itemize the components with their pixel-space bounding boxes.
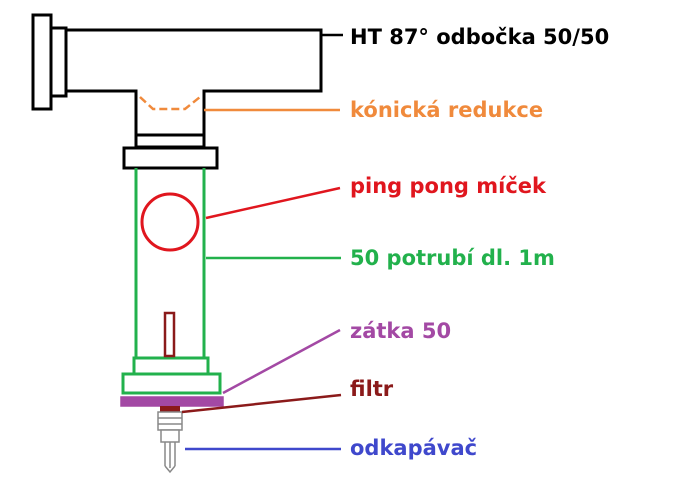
label-pipe: 50 potrubí dl. 1m [350, 246, 555, 270]
filter-shape [160, 406, 180, 412]
leader-filter [181, 393, 342, 414]
label-ping-pong-ball: ping pong míček [350, 174, 547, 198]
tee-bottom-socket [122, 146, 219, 170]
leader-ping-pong-ball [205, 186, 341, 220]
pipe-50 [121, 168, 222, 395]
tee-collar [134, 133, 206, 149]
label-conical-reducer: kónická redukce [350, 98, 543, 122]
leader-lines [181, 33, 343, 451]
label-filter: filtr [350, 377, 394, 401]
tee-body [51, 26, 323, 137]
overflow-tube [163, 311, 176, 358]
label-ht-branch: HT 87° odbočka 50/50 [350, 25, 609, 49]
dripper-shape [157, 411, 183, 474]
ping-pong-ball-circle [140, 192, 200, 252]
label-plug: zátka 50 [350, 319, 451, 343]
ht-branch-fitting [31, 13, 323, 170]
conical-reducer-shape [139, 96, 201, 111]
socket-flange [31, 13, 53, 111]
label-dripper: odkapávač [350, 436, 477, 460]
leader-plug [222, 328, 341, 395]
plug-50-shape [120, 396, 224, 407]
